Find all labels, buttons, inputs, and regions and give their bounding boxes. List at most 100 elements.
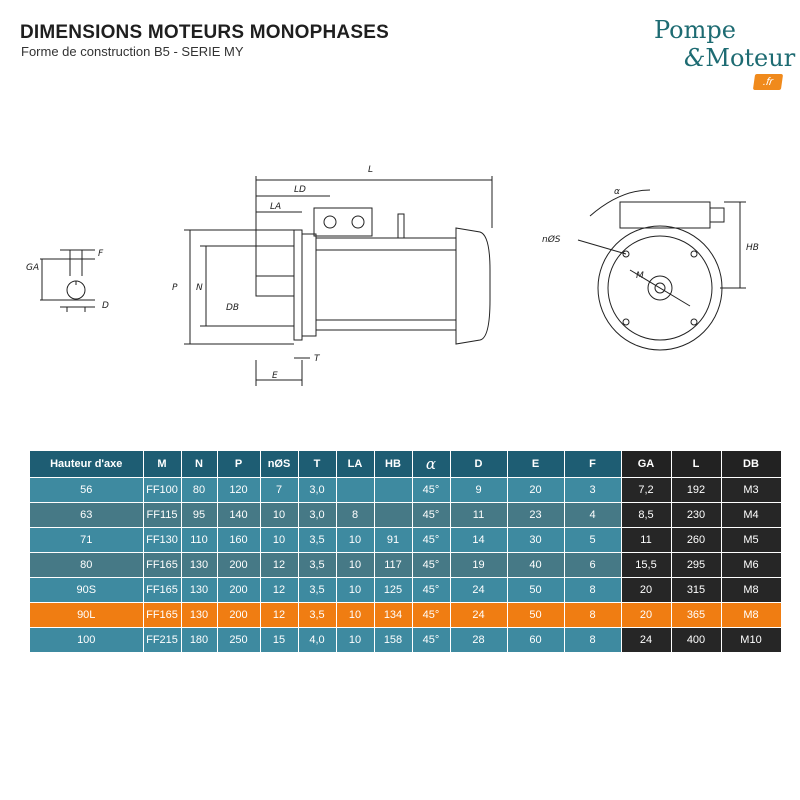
table-cell: 365	[671, 602, 722, 628]
table-cell: M5	[721, 527, 782, 553]
table-cell: M8	[721, 577, 782, 603]
table-cell: 45°	[412, 602, 451, 628]
shaft-section-detail	[40, 249, 95, 312]
table-cell: M8	[721, 602, 782, 628]
table-cell: 180	[181, 627, 218, 653]
table-cell	[374, 502, 413, 528]
dimensions-table: Hauteur d'axe M N P nØS T LA HB α D E F …	[30, 451, 782, 653]
col-header: HB	[374, 451, 413, 478]
table-cell: 4,0	[298, 627, 337, 653]
dim-label-GA: GA	[26, 263, 39, 273]
table-cell: 3,0	[298, 502, 337, 528]
table-cell: 50	[507, 577, 565, 603]
page-subtitle: Forme de construction B5 - SERIE MY	[21, 44, 244, 59]
dim-label-LD: LD	[294, 185, 306, 195]
table-cell: 260	[671, 527, 722, 553]
table-cell: 10	[336, 552, 375, 578]
table-cell: 19	[450, 552, 508, 578]
dim-label-P: P	[172, 283, 178, 293]
col-header: F	[564, 451, 622, 478]
table-cell: FF165	[143, 577, 182, 603]
table-cell: 200	[217, 552, 261, 578]
table-cell: 60	[507, 627, 565, 653]
table-cell: 125	[374, 577, 413, 603]
table-cell: 9	[450, 477, 508, 503]
table-cell: 71	[30, 527, 144, 553]
table-cell	[374, 477, 413, 503]
table-cell: 80	[30, 552, 144, 578]
table-cell: 45°	[412, 527, 451, 553]
table-cell: 100	[30, 627, 144, 653]
table-cell: 7,2	[621, 477, 672, 503]
col-header: GA	[621, 451, 672, 478]
dim-label-HB: HB	[746, 243, 759, 253]
table-cell: 295	[671, 552, 722, 578]
table-cell: 7	[260, 477, 299, 503]
table-cell: 10	[336, 527, 375, 553]
table-cell: M10	[721, 627, 782, 653]
table-header-row: Hauteur d'axe M N P nØS T LA HB α D E F …	[30, 451, 782, 478]
logo-word-moteur: &Moteur	[684, 44, 796, 72]
col-header: α	[412, 451, 451, 478]
table-cell: 90S	[30, 577, 144, 603]
col-header: nØS	[260, 451, 299, 478]
col-header: Hauteur d'axe	[30, 451, 144, 478]
table-cell: 10	[260, 502, 299, 528]
table-cell: 20	[621, 602, 672, 628]
table-cell: 140	[217, 502, 261, 528]
table-cell: 50	[507, 602, 565, 628]
dim-label-E: E	[272, 371, 278, 381]
table-cell: 24	[621, 627, 672, 653]
table-cell: M4	[721, 502, 782, 528]
col-header: P	[217, 451, 261, 478]
table-cell: 6	[564, 552, 622, 578]
table-cell: FF165	[143, 552, 182, 578]
table-cell: 15,5	[621, 552, 672, 578]
table-cell: 315	[671, 577, 722, 603]
dim-label-F: F	[98, 249, 104, 259]
table-cell: 8	[564, 577, 622, 603]
table-cell: M3	[721, 477, 782, 503]
table-cell: 130	[181, 577, 218, 603]
motor-dimension-drawing: L LD LA P N DB T E GA F D α nØS M HB	[26, 165, 759, 386]
table-cell: 45°	[412, 477, 451, 503]
table-cell: 250	[217, 627, 261, 653]
table-cell: 30	[507, 527, 565, 553]
dim-label-nS: nØS	[542, 234, 561, 245]
table-cell: 14	[450, 527, 508, 553]
table-cell: 20	[621, 577, 672, 603]
dim-label-N: N	[196, 283, 203, 293]
dim-label-L: L	[368, 165, 373, 175]
table-cell: 160	[217, 527, 261, 553]
motor-side-view	[184, 176, 493, 386]
table-cell: 3,5	[298, 602, 337, 628]
table-cell: 4	[564, 502, 622, 528]
table-cell	[336, 477, 375, 503]
brand-logo[interactable]: Pompe &Moteur .fr	[640, 14, 795, 94]
table-cell: 10	[336, 577, 375, 603]
table-cell: 3	[564, 477, 622, 503]
table-cell: 200	[217, 577, 261, 603]
table-cell: 230	[671, 502, 722, 528]
table-cell: 63	[30, 502, 144, 528]
table-cell: 20	[507, 477, 565, 503]
table-cell: 117	[374, 552, 413, 578]
table-cell: 8	[564, 602, 622, 628]
col-header: T	[298, 451, 337, 478]
col-header: L	[671, 451, 722, 478]
col-header: E	[507, 451, 565, 478]
table-cell: 23	[507, 502, 565, 528]
table-cell: 8	[564, 627, 622, 653]
table-cell: 24	[450, 577, 508, 603]
table-cell: 3,5	[298, 577, 337, 603]
table-cell: 5	[564, 527, 622, 553]
table-cell: 11	[621, 527, 672, 553]
logo-suffix-badge: .fr	[752, 74, 784, 90]
table-cell: 45°	[412, 502, 451, 528]
table-cell: 3,5	[298, 527, 337, 553]
table-cell: FF130	[143, 527, 182, 553]
